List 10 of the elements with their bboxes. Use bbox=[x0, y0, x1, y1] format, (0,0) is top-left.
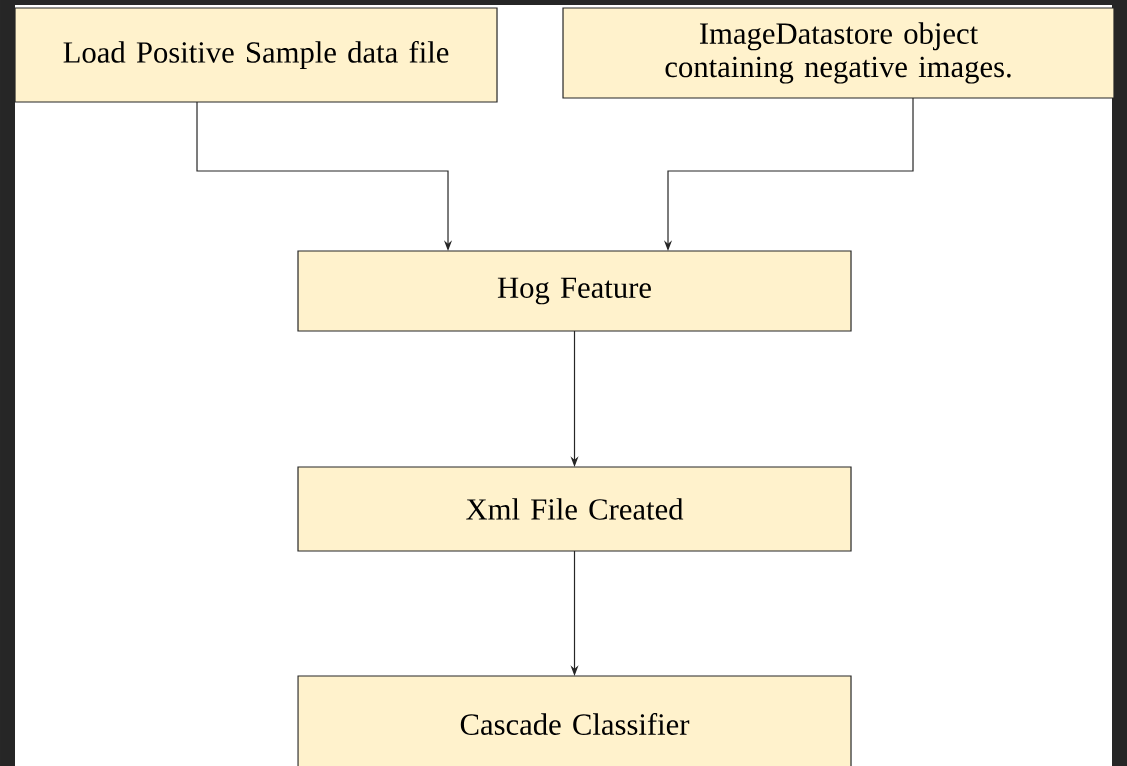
node-label: Cascade Classifier bbox=[460, 713, 690, 735]
process-box bbox=[297, 675, 852, 766]
process-box bbox=[14, 7, 498, 103]
process-box bbox=[297, 250, 852, 332]
node-label: Hog Feature bbox=[497, 277, 651, 305]
process-box bbox=[562, 7, 1115, 99]
process-box bbox=[297, 466, 852, 552]
node-label: Load Positive Sample data file bbox=[63, 40, 449, 70]
node-label: Xml File Created bbox=[466, 498, 684, 520]
node-label: ImageDatastore object containing negative images. bbox=[665, 22, 1011, 84]
